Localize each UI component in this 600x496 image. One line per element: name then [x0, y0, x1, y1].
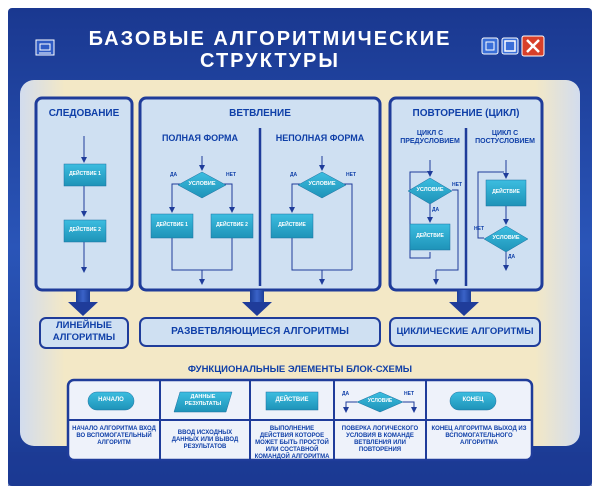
close-icon[interactable] [521, 35, 545, 57]
pre-condition-action-label: ДЕЙСТВИЕ [416, 233, 444, 239]
linear-algorithms-label: ЛИНЕЙНЫЕ АЛГОРИТМЫ [52, 320, 116, 343]
loop-label-box [389, 317, 541, 347]
maximize-icon[interactable] [501, 37, 519, 55]
start-terminator-shape [87, 391, 135, 411]
post-condition-condition-label: УСЛОВИЕ [492, 235, 520, 241]
end-description: КОНЕЦ АЛГОРИТМА ВЫХОД ИЗ ВСПОМОГАТЕЛЬНОГ… [431, 426, 527, 446]
action-shape-label: ДЕЙСТВИЕ [275, 397, 309, 403]
sequence-action2-label: ДЕЙСТВИЕ 2 [69, 227, 101, 233]
branching-title: ВЕТВЛЕНИЕ [229, 108, 291, 119]
pre-condition-yes-label: ДА [432, 207, 440, 213]
sequence-down-arrow [68, 290, 98, 316]
pre-condition-title: ЦИКЛ С ПРЕДУСЛОВИЕМ [400, 130, 460, 145]
minimize-icon[interactable] [481, 37, 499, 55]
loop-title: ПОВТОРЕНИЕ (ЦИКЛ) [412, 108, 520, 119]
functional-title: ФУНКЦИОНАЛЬНЫЕ ЭЛЕМЕНТЫ БЛОК-СХЕМЫ [187, 364, 413, 375]
condition-shape-no: НЕТ [404, 391, 414, 397]
full-form-action2-block [210, 213, 254, 239]
linear-label-box [39, 317, 129, 349]
data-parallelogram-shape [173, 391, 233, 413]
post-condition-no-label: НЕТ [474, 226, 484, 232]
condition-shape-yes: ДА [342, 391, 350, 397]
loop-down-arrow [449, 290, 479, 316]
full-form-condition-diamond [177, 171, 227, 199]
end-terminator-shape [449, 391, 497, 411]
post-condition-yes-label: ДА [508, 254, 516, 260]
full-form-condition-label: УСЛОВИЕ [188, 181, 216, 187]
full-form-action1-block [150, 213, 194, 239]
action-description: ВЫПОЛНЕНИЕ ДЕЙСТВИЯ КОТОРОЕ МОЖЕТ БЫТЬ П… [254, 426, 330, 460]
full-form-yes-label: ДА [170, 172, 178, 178]
post-condition-title: ЦИКЛ С ПОСТУСЛОВИЕМ [475, 130, 535, 145]
page-title-line2: СТРУКТУРЫ [200, 50, 340, 72]
pre-condition-condition-label: УСЛОВИЕ [416, 187, 444, 193]
branching-down-arrow [242, 290, 272, 316]
pre-condition-action-block [409, 223, 451, 251]
action-rectangle-shape [265, 391, 319, 411]
full-form-action2-label: ДЕЙСТВИЕ 2 [216, 222, 248, 228]
pre-condition-diamond [407, 177, 453, 205]
partial-form-flow [289, 156, 353, 285]
full-form-no-label: НЕТ [226, 172, 236, 178]
partial-form-action-block [270, 213, 314, 239]
sequence-action1-label: ДЕЙСТВИЕ 1 [69, 171, 101, 177]
sequence-title: СЛЕДОВАНИЕ [48, 108, 120, 119]
post-condition-action-block [485, 179, 527, 207]
data-shape-label: ДАННЫЕ РЕЗУЛЬТАТЫ [184, 394, 222, 407]
pre-condition-flow [409, 160, 459, 285]
page-title-line1: БАЗОВЫЕ АЛГОРИТМИЧЕСКИЕ [88, 28, 452, 50]
branching-algorithms-label: РАЗВЕТВЛЯЮЩИЕСЯ АЛГОРИТМЫ [171, 326, 349, 337]
sequence-action1-block [63, 163, 107, 187]
post-condition-action-label: ДЕЙСТВИЕ [492, 189, 520, 195]
full-form-flow [169, 156, 235, 285]
full-form-action1-label: ДЕЙСТВИЕ 1 [156, 222, 188, 228]
partial-form-title: НЕПОЛНАЯ ФОРМА [275, 133, 365, 143]
data-description: ВВОД ИСХОДНЫХ ДАННЫХ ИЛИ ВЫВОД РЕЗУЛЬТАТ… [171, 430, 239, 450]
condition-description: ПОВЕРКА ЛОГИЧЕСКОГО УСЛОВИЯ В КОМАНДЕ ВЕ… [341, 426, 419, 453]
partial-form-condition-label: УСЛОВИЕ [308, 181, 336, 187]
branching-label-box [139, 317, 381, 347]
loop-algorithms-label: ЦИКЛИЧЕСКИЕ АЛГОРИТМЫ [396, 326, 534, 337]
start-description: НАЧАЛО АЛГОРИТМА ВХОД ВО ВСПОМОГАТЕЛЬНЫЙ… [72, 426, 156, 446]
partial-form-yes-label: ДА [290, 172, 298, 178]
partial-form-action-label: ДЕЙСТВИЕ [278, 222, 306, 228]
end-shape-label: КОНЕЦ [462, 397, 484, 403]
post-condition-flow [477, 160, 509, 271]
window-app-icon [35, 39, 55, 56]
partial-form-no-label: НЕТ [346, 172, 356, 178]
full-form-title: ПОЛНАЯ ФОРМА [161, 133, 239, 143]
post-condition-diamond [483, 225, 529, 253]
pre-condition-no-label: НЕТ [452, 182, 462, 188]
condition-shape-lines [343, 401, 417, 413]
start-shape-label: НАЧАЛО [98, 397, 124, 403]
partial-form-condition-diamond [297, 171, 347, 199]
condition-shape-label: УСЛОВИЕ [367, 398, 393, 404]
condition-diamond-shape [356, 391, 404, 413]
sequence-action2-block [63, 219, 107, 243]
